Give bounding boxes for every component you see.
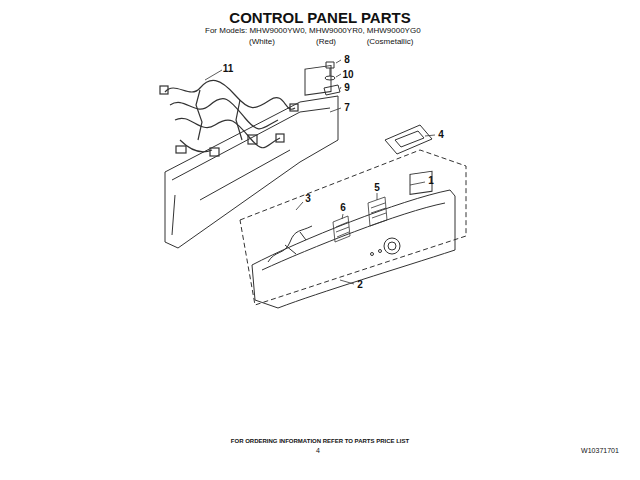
callout-number: 7 (344, 102, 350, 113)
assembly-outline (240, 150, 466, 305)
callout-number: 5 (374, 182, 380, 193)
bezel (385, 125, 432, 154)
callout-number: 4 (438, 129, 444, 140)
label-text: (Red) (316, 38, 336, 47)
label-text: 4 (316, 447, 320, 455)
wire-harness (160, 80, 298, 156)
button-pad (333, 197, 387, 242)
callout-number: 6 (340, 202, 346, 213)
screw (324, 62, 340, 95)
callout-number: 2 (357, 279, 363, 290)
callout-number: 9 (344, 82, 350, 93)
callout-number: 8 (344, 54, 350, 65)
label-text: (White) (249, 38, 275, 47)
control-bracket (165, 65, 338, 248)
callout-number: 1 (428, 175, 434, 186)
callout-number: 11 (223, 63, 234, 74)
console-panel (252, 171, 455, 308)
label-text: W10371701 (581, 447, 619, 455)
label-text: FOR ORDERING INFORMATION REFER TO PARTS … (231, 438, 409, 445)
wire (268, 226, 312, 262)
label-text: (Cosmetallic) (367, 38, 414, 47)
leader-line (205, 60, 435, 284)
title: CONTROL PANEL PARTS (229, 10, 410, 27)
callout-number: 10 (342, 69, 353, 80)
callout-number: 3 (305, 193, 311, 204)
label-text: For Models: MHW9000YW0, MHW9000YR0, MHW9… (205, 27, 421, 36)
